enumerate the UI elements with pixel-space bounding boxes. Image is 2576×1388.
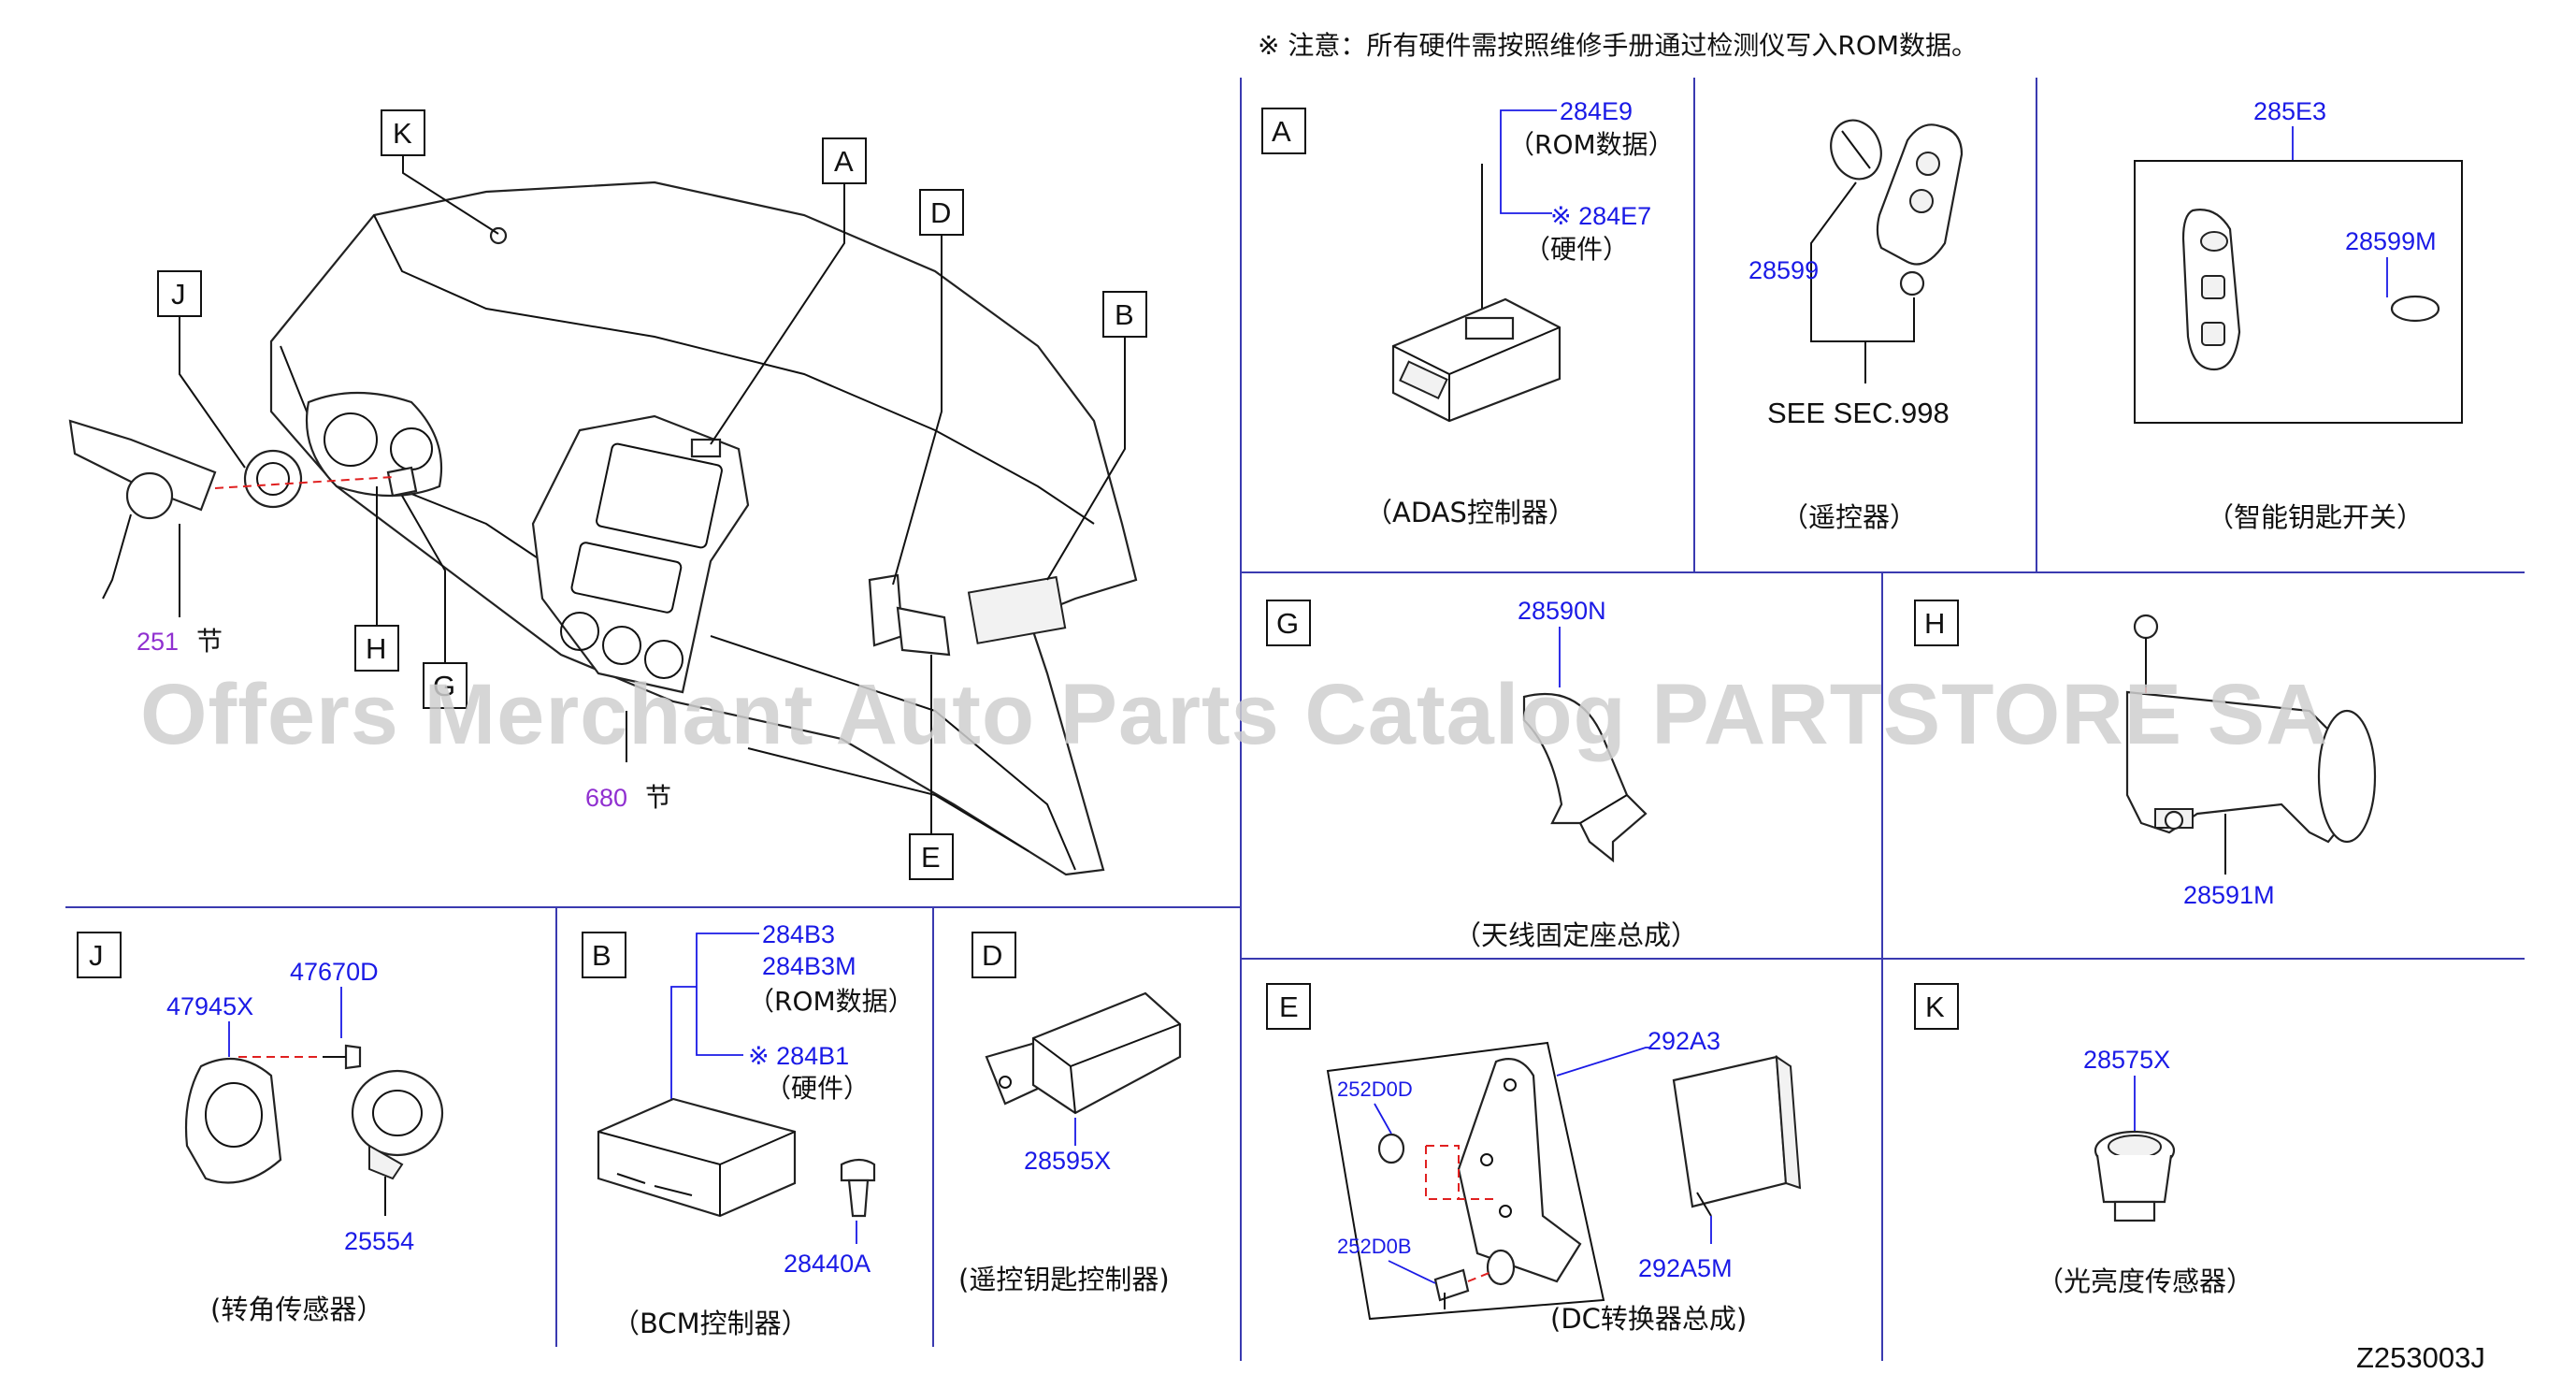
- panel-g-letter: G: [1276, 607, 1299, 640]
- callout-G: G: [433, 670, 455, 702]
- panel-remote-caption: （遥控器）: [1781, 501, 1917, 533]
- header-note: ※ 注意：所有硬件需按照维修手册通过检测仪写入ROM数据。: [1258, 30, 1978, 61]
- panel-j-letter: J: [89, 939, 104, 972]
- panel-b-bcm: B 284B3 284B3M （ROM数据） ※ 284B1 （硬件） 2844…: [582, 920, 914, 1339]
- part-292A3: 292A3: [1648, 1027, 1720, 1055]
- part-284E7: ※ 284E7: [1550, 202, 1651, 230]
- part-284B3M: 284B3M: [762, 952, 856, 980]
- dashboard-overview: [68, 181, 1138, 876]
- ref-251-number: 251: [137, 628, 179, 656]
- part-28440A: 28440A: [784, 1250, 871, 1278]
- part-252D0B: 252D0B: [1337, 1235, 1412, 1258]
- ref-680-unit: 节: [645, 782, 671, 813]
- part-284B1: ※ 284B1: [748, 1042, 849, 1070]
- part-284E9-note: （ROM数据）: [1508, 129, 1675, 160]
- panel-b-caption: （BCM控制器）: [612, 1308, 809, 1339]
- panel-smartkey-caption: （智能钥匙开关）: [2207, 501, 2424, 533]
- part-28575X: 28575X: [2083, 1046, 2170, 1074]
- panel-g-antenna: G 28590N （天线固定座总成）: [1266, 597, 1698, 951]
- panel-d-keyless: D 28595X (遥控钥匙控制器): [958, 932, 1182, 1295]
- callout-E: E: [921, 841, 941, 874]
- panel-remote: 28599 SEE SEC.998 （遥控器）: [1749, 119, 1964, 533]
- part-47945X: 47945X: [166, 992, 253, 1020]
- part-28599: 28599: [1749, 256, 1819, 284]
- callout-H: H: [366, 632, 386, 665]
- panel-e-letter: E: [1279, 990, 1299, 1023]
- panel-e-dc-converter: E 292A3 252D0D 252D0B 292A5M (DC转换器总成): [1266, 983, 1802, 1335]
- part-25554: 25554: [344, 1227, 414, 1255]
- panel-d-letter: D: [982, 939, 1002, 972]
- panel-grid: [65, 78, 2525, 1361]
- part-284E7-note: （硬件）: [1524, 234, 1629, 265]
- panel-a-adas: A 284E9 （ROM数据） ※ 284E7 （硬件） （ADAS控制器）: [1261, 97, 1675, 528]
- watermark: Offers Merchant Auto Parts Catalog PARTS…: [140, 667, 2329, 762]
- part-292A5M: 292A5M: [1638, 1254, 1733, 1282]
- part-252D0D: 252D0D: [1337, 1077, 1413, 1101]
- panel-h-letter: H: [1924, 607, 1945, 640]
- part-285E3: 285E3: [2253, 97, 2326, 125]
- part-284B3: 284B3: [762, 920, 835, 948]
- callout-B: B: [1115, 298, 1134, 331]
- part-28591M: 28591M: [2183, 881, 2275, 909]
- panel-h-sensor: H 28591M: [1914, 600, 2377, 909]
- overview-callouts: K J A D B H G E 251 节 680 节: [137, 109, 1147, 880]
- part-47670D: 47670D: [290, 958, 379, 986]
- part-28599M: 28599M: [2345, 227, 2437, 255]
- panel-e-caption: (DC转换器总成): [1550, 1303, 1747, 1335]
- callout-J: J: [171, 278, 186, 311]
- panel-a-caption: （ADAS控制器）: [1365, 497, 1576, 528]
- panel-a-letter: A: [1272, 115, 1291, 148]
- part-284E9: 284E9: [1560, 97, 1633, 125]
- drawing-code: Z253003J: [2356, 1341, 2485, 1374]
- callout-A: A: [834, 145, 854, 178]
- callout-K: K: [393, 117, 412, 150]
- see-section: SEE SEC.998: [1767, 397, 1950, 429]
- ref-680-number: 680: [585, 784, 627, 812]
- panel-b-letter: B: [592, 939, 612, 972]
- panel-k-letter: K: [1925, 990, 1945, 1023]
- panel-smartkey: 285E3 28599M （智能钥匙开关）: [2134, 97, 2463, 533]
- panel-j-steering-angle: J 47670D 47945X 25554 (转角传感器）: [77, 932, 444, 1325]
- panel-j-caption: (转角传感器）: [210, 1294, 383, 1325]
- callout-D: D: [930, 196, 951, 229]
- part-284B3M-note: （ROM数据）: [748, 986, 914, 1017]
- part-28595X: 28595X: [1024, 1147, 1111, 1175]
- panel-g-caption: （天线固定座总成）: [1454, 919, 1698, 951]
- panel-d-caption: (遥控钥匙控制器): [958, 1264, 1170, 1295]
- panel-k-caption: （光亮度传感器）: [2036, 1265, 2253, 1297]
- ref-251-unit: 节: [196, 626, 223, 657]
- part-284B1-note: （硬件）: [765, 1073, 870, 1104]
- part-28590N: 28590N: [1518, 597, 1606, 625]
- panel-k-light-sensor: K 28575X （光亮度传感器）: [1914, 983, 2253, 1297]
